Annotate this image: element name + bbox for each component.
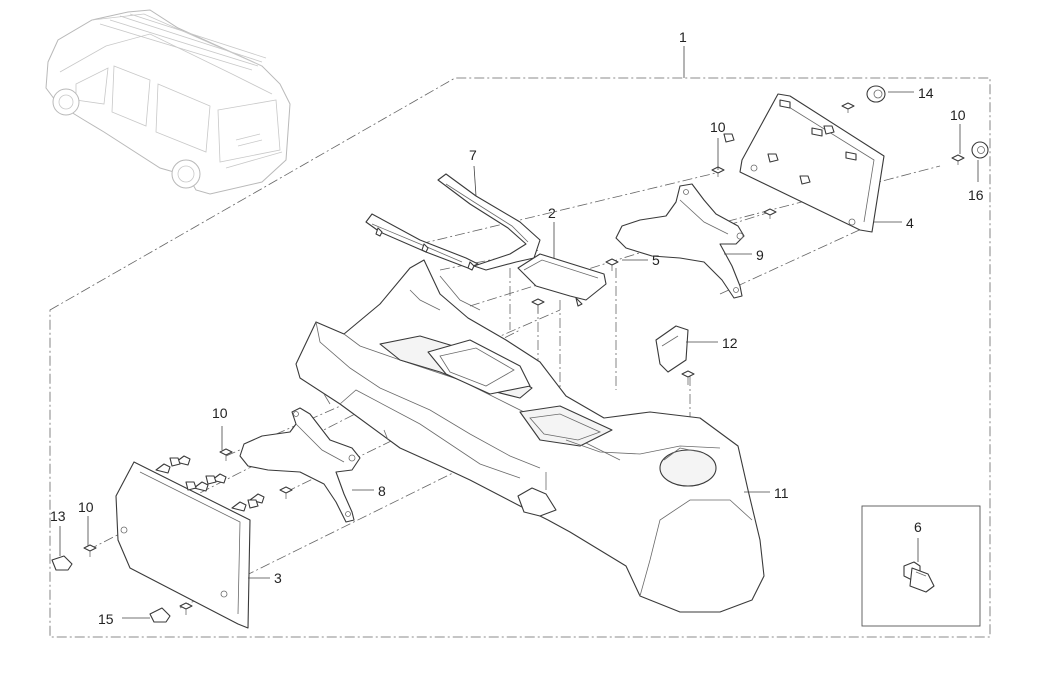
screw-icon bbox=[531, 298, 545, 313]
callout-10-rear: 10 bbox=[710, 119, 726, 135]
small-cover bbox=[517, 253, 607, 307]
callout-15: 15 bbox=[98, 611, 114, 627]
cap-icon bbox=[149, 607, 171, 623]
cap-icon bbox=[866, 85, 886, 103]
callout-labels: 1 2 3 4 5 6 7 8 9 10 10 10 10 11 12 13 1… bbox=[50, 29, 984, 627]
screw-icon bbox=[605, 258, 619, 271]
callout-7: 7 bbox=[469, 147, 477, 163]
callout-5: 5 bbox=[652, 252, 660, 268]
callout-3: 3 bbox=[274, 570, 282, 586]
assembly-boundary bbox=[49, 77, 991, 638]
front-lower-panel bbox=[115, 455, 265, 629]
upper-trim-ring bbox=[365, 173, 541, 271]
screw-icon bbox=[841, 102, 855, 113]
cap-icon bbox=[971, 141, 989, 159]
callout-10-left: 10 bbox=[78, 499, 94, 515]
callout-13: 13 bbox=[50, 508, 66, 524]
callout-1: 1 bbox=[679, 29, 687, 45]
rear-bracket bbox=[615, 183, 745, 299]
screw-icon bbox=[951, 154, 965, 165]
inset-detail-box bbox=[861, 505, 981, 627]
callout-8: 8 bbox=[378, 483, 386, 499]
callout-14: 14 bbox=[918, 85, 934, 101]
flange-bolt-icon bbox=[903, 538, 935, 593]
screw-icon bbox=[763, 208, 777, 219]
screw-icon bbox=[279, 486, 293, 499]
callout-4: 4 bbox=[906, 215, 914, 231]
cap-icon bbox=[51, 555, 73, 571]
callout-10-right: 10 bbox=[950, 107, 966, 123]
screw-icon bbox=[83, 544, 97, 557]
callout-12: 12 bbox=[722, 335, 738, 351]
leader-lines bbox=[59, 46, 979, 619]
fasteners bbox=[51, 85, 989, 623]
screw-icon bbox=[219, 448, 233, 461]
callout-10-front: 10 bbox=[212, 405, 228, 421]
callout-11: 11 bbox=[774, 485, 789, 501]
screw-icon bbox=[179, 602, 193, 615]
vehicle-locator-icon bbox=[45, 9, 291, 195]
screw-icon bbox=[681, 370, 695, 385]
side-cover bbox=[655, 325, 689, 373]
callout-16: 16 bbox=[968, 187, 984, 203]
rear-panel bbox=[739, 93, 885, 233]
callout-9: 9 bbox=[756, 247, 764, 263]
main-console-body bbox=[295, 259, 765, 613]
callout-2: 2 bbox=[548, 205, 556, 221]
callout-6: 6 bbox=[914, 519, 922, 535]
clip-icon bbox=[169, 125, 835, 509]
front-bracket bbox=[239, 407, 361, 523]
